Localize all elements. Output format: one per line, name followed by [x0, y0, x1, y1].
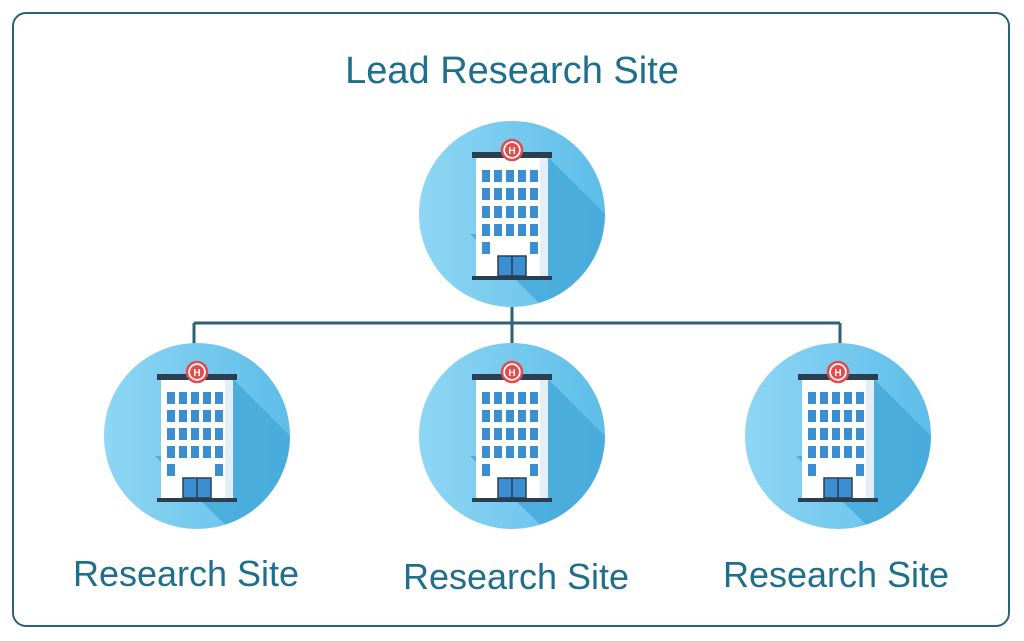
diagram-frame [12, 12, 1010, 627]
research-site-label: Research Site [722, 554, 950, 595]
hospital-building-icon [796, 360, 880, 504]
lead-site-label: Lead Research Site [345, 50, 679, 92]
hospital-building-icon [155, 360, 239, 504]
research-site-label: Research Site [402, 556, 630, 597]
research-site-node [419, 343, 605, 529]
research-site-label: Research Site [72, 553, 300, 594]
hospital-building-icon [470, 360, 554, 504]
lead-site-node [419, 121, 605, 307]
research-site-node [104, 343, 290, 529]
hospital-building-icon [470, 138, 554, 282]
connector-lines [192, 305, 842, 346]
research-site-node [745, 343, 931, 529]
